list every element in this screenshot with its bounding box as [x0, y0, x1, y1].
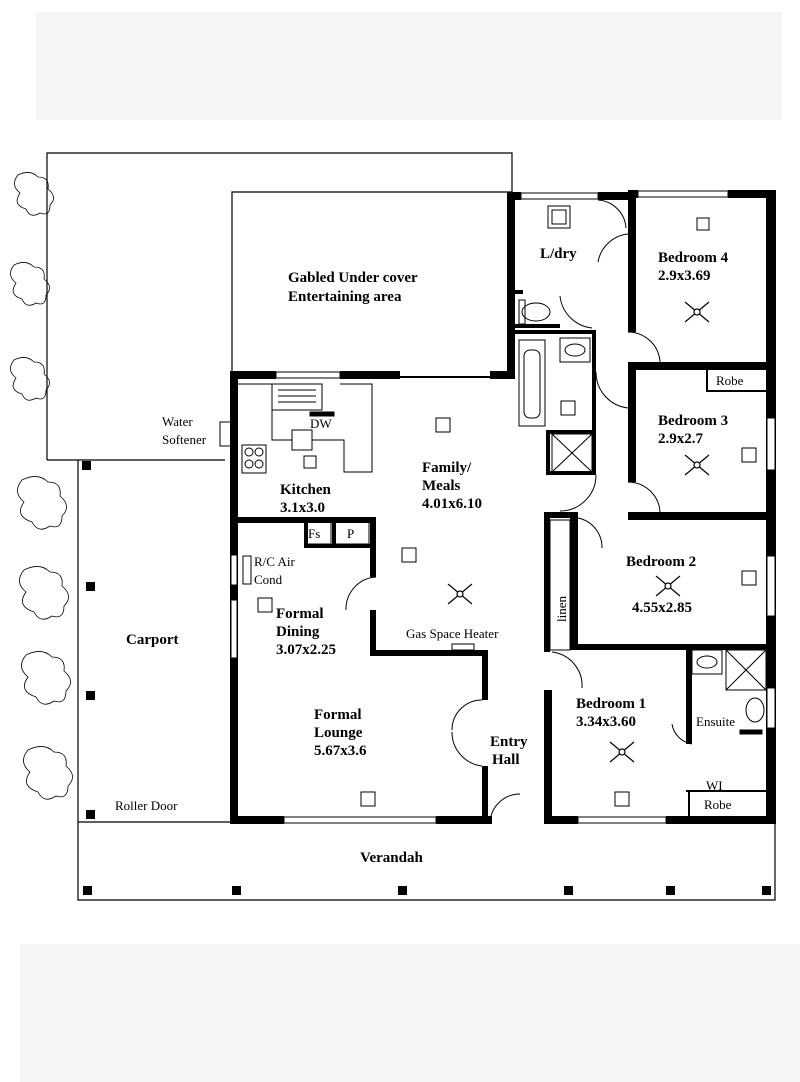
entertaining-label-1: Gabled Under cover — [288, 270, 418, 286]
laundry-label: L/dry — [540, 246, 577, 262]
bedroom2-label: Bedroom 2 — [626, 554, 696, 570]
dw-label: DW — [310, 416, 332, 431]
bedroom4-size: 2.9x3.69 — [658, 268, 711, 284]
fixtures — [219, 205, 767, 735]
entry-label-1: Entry — [490, 734, 528, 750]
robe-b3-label: Robe — [716, 373, 744, 388]
pantry-label: P — [347, 526, 354, 541]
fs-label: Fs — [308, 526, 320, 541]
dining-label-2: Dining — [276, 624, 320, 640]
carport-label: Carport — [126, 632, 179, 648]
family-label-1: Family/ — [422, 460, 472, 476]
dining-label-1: Formal — [276, 606, 323, 622]
verandah-label: Verandah — [360, 850, 423, 866]
entertaining-area-outline — [46, 152, 513, 461]
air-cond-label-1: R/C Air — [254, 554, 295, 569]
lounge-size: 5.67x3.6 — [314, 743, 367, 759]
air-cond-label-2: Cond — [254, 572, 283, 587]
vent-squares — [257, 217, 757, 807]
water-softener-label-1: Water — [162, 414, 193, 429]
roller-door-label: Roller Door — [115, 798, 178, 813]
ensuite-label: Ensuite — [696, 714, 735, 729]
entertaining-label-2: Entertaining area — [288, 289, 402, 305]
wi-robe-label-1: WI — [706, 778, 723, 793]
carport-verandah-outline — [77, 460, 776, 901]
bedroom4-label: Bedroom 4 — [658, 250, 729, 266]
bedroom1-size: 3.34x3.60 — [576, 714, 636, 730]
windows — [230, 190, 776, 824]
bedroom3-label: Bedroom 3 — [658, 413, 728, 429]
lounge-label-1: Formal — [314, 707, 361, 723]
linen-label: linen — [554, 596, 569, 622]
lounge-label-2: Lounge — [314, 725, 363, 741]
kitchen-size: 3.1x3.0 — [280, 500, 325, 516]
ceiling-fan-icons — [447, 301, 710, 763]
bottom-panel — [20, 944, 800, 1082]
interior-walls — [230, 192, 768, 824]
bedroom1-label: Bedroom 1 — [576, 696, 646, 712]
bedroom2-size: 4.55x2.85 — [632, 600, 692, 616]
family-label-2: Meals — [422, 478, 460, 494]
top-panel — [36, 12, 782, 120]
water-softener-label-2: Softener — [162, 432, 207, 447]
bedroom3-size: 2.9x2.7 — [658, 431, 704, 447]
posts — [82, 461, 771, 895]
dining-size: 3.07x2.25 — [276, 642, 336, 658]
entry-label-2: Hall — [492, 752, 520, 768]
gas-heater-label: Gas Space Heater — [406, 626, 499, 641]
family-size: 4.01x6.10 — [422, 496, 482, 512]
shrub-icons — [10, 172, 73, 800]
wi-robe-label-2: Robe — [704, 797, 732, 812]
door-swings — [345, 199, 693, 825]
kitchen-label: Kitchen — [280, 482, 331, 498]
